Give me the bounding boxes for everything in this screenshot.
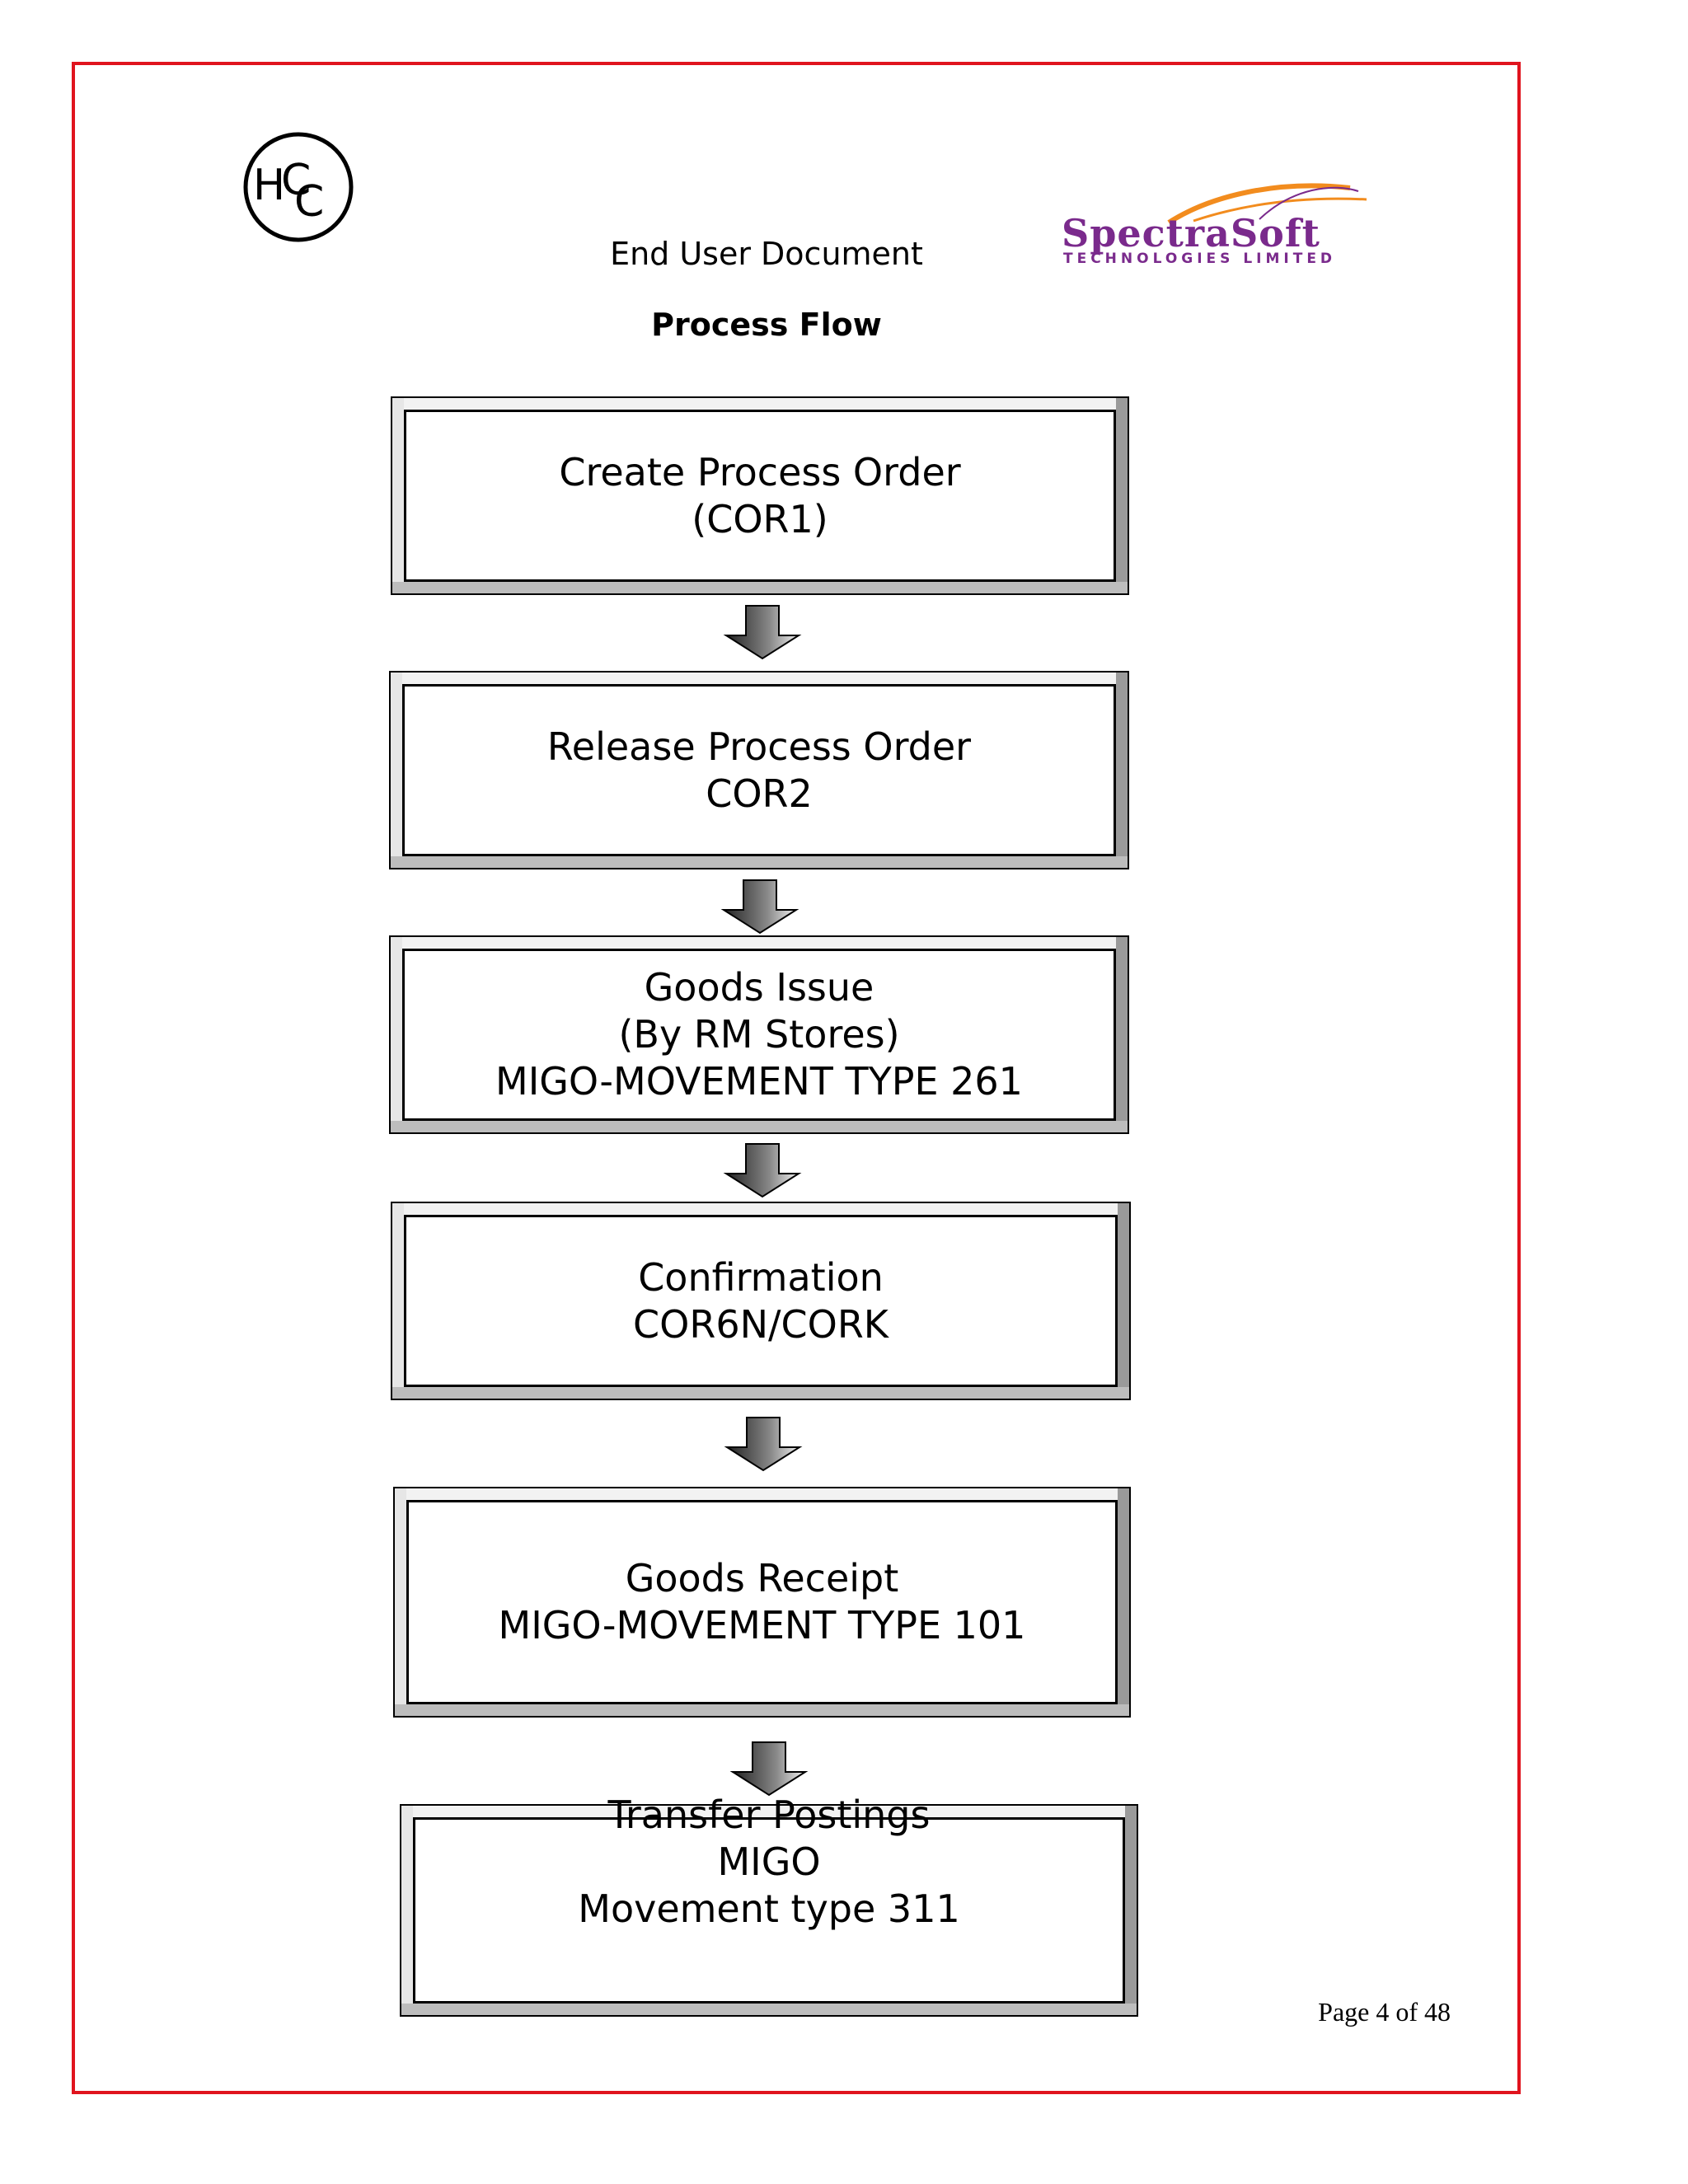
- down-arrow-icon: [723, 605, 802, 660]
- spectrasoft-logo: SpectraSoft TECHNOLOGIES LIMITED: [1062, 180, 1375, 279]
- step-line: Goods Issue: [644, 965, 874, 1010]
- step-line: COR6N/CORK: [633, 1301, 889, 1347]
- document-type: End User Document: [610, 236, 923, 272]
- flow-step-release-process-order: Release Process Order COR2: [389, 671, 1129, 869]
- flow-step-transfer-postings: Transfer Postings MIGO Movement type 311: [400, 1793, 1138, 2017]
- step-line: Goods Receipt: [625, 1556, 899, 1601]
- flow-step-confirmation: Confirmation COR6N/CORK: [391, 1202, 1131, 1400]
- spectrasoft-subtitle: TECHNOLOGIES LIMITED: [1063, 251, 1337, 267]
- section-title: Process Flow: [651, 307, 882, 343]
- step-line: MIGO: [717, 1840, 821, 1884]
- step-line: Release Process Order: [546, 724, 972, 769]
- spectrasoft-name: SpectraSoft: [1062, 211, 1320, 255]
- flow-step-create-process-order: Create Process Order (COR1): [391, 396, 1129, 595]
- step-line: Confirmation: [638, 1254, 884, 1300]
- flow-step-goods-issue: Goods Issue (By RM Stores) MIGO-MOVEMENT…: [389, 935, 1129, 1134]
- down-arrow-icon: [729, 1741, 809, 1797]
- step-line: MIGO-MOVEMENT TYPE 261: [495, 1059, 1023, 1104]
- hcc-logo: H C C: [243, 132, 354, 242]
- down-arrow-icon: [724, 1417, 803, 1472]
- svg-text:C: C: [281, 156, 311, 205]
- step-line: Transfer Postings: [607, 1793, 931, 1837]
- swoosh-icon: [1167, 183, 1367, 225]
- step-line: COR2: [706, 771, 813, 816]
- step-line: (By RM Stores): [618, 1012, 900, 1057]
- svg-text:H: H: [253, 161, 285, 210]
- step-line: (COR1): [692, 496, 828, 541]
- step-line: Create Process Order: [559, 449, 961, 494]
- flow-step-goods-receipt: Goods Receipt MIGO-MOVEMENT TYPE 101: [393, 1487, 1131, 1718]
- page-frame: [72, 62, 1521, 2094]
- svg-text:C: C: [294, 177, 324, 227]
- step-line: MIGO-MOVEMENT TYPE 101: [498, 1603, 1026, 1647]
- page-number: Page 4 of 48: [1318, 1997, 1451, 2027]
- down-arrow-icon: [720, 879, 799, 935]
- down-arrow-icon: [723, 1143, 802, 1198]
- step-line: Movement type 311: [578, 1886, 960, 1931]
